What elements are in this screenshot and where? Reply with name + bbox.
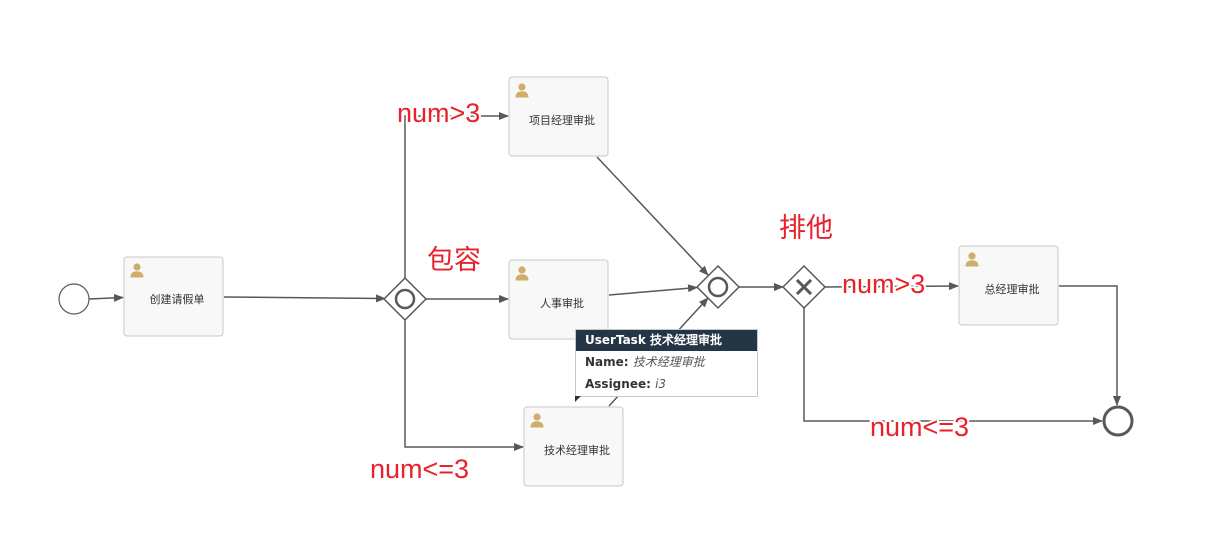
circle-icon — [394, 288, 416, 310]
task-gm-label: 总经理审批 — [985, 282, 1040, 296]
tooltip-assignee-row: Assignee: i3 — [585, 377, 667, 391]
task-tech-label: 技术经理审批 — [544, 443, 610, 457]
annotation-inclusive-label: 包容 — [427, 245, 481, 275]
end-event[interactable] — [1102, 405, 1134, 437]
task-tech[interactable]: 技术经理审批 — [523, 406, 624, 487]
tooltip-name-row: Name: 技术经理审批 — [585, 355, 705, 369]
flow-inclusive-to-pm[interactable] — [404, 112, 509, 279]
task-pm[interactable]: 项目经理审批 — [508, 76, 609, 157]
annotation-right-top-condition: num>3 — [842, 269, 925, 299]
flow-exclusive-to-end[interactable] — [803, 308, 1103, 425]
annotation-bottom-condition: num<=3 — [370, 454, 469, 484]
task-create-label: 创建请假单 — [150, 292, 205, 306]
tooltip-assignee-value: i3 — [655, 377, 667, 391]
tooltip-title: 技术经理审批 — [650, 333, 723, 347]
annotation-right-bottom-condition: num<=3 — [870, 412, 969, 442]
task-create[interactable]: 创建请假单 — [123, 256, 224, 337]
tooltip-type: UserTask — [585, 333, 646, 347]
flow-pm-to-join[interactable] — [596, 156, 709, 276]
circle-icon — [707, 276, 729, 298]
tooltip-name-key: Name — [585, 355, 624, 369]
task-tooltip: UserTask 技术经理审批 Name: 技术经理审批 Assignee: i… — [575, 329, 758, 402]
task-hr[interactable]: 人事审批 — [508, 259, 609, 340]
annotation-top-condition: num>3 — [397, 98, 480, 128]
flow-inclusive-to-tech[interactable] — [404, 319, 524, 451]
flow-exclusive-to-gm[interactable] — [823, 282, 959, 291]
tooltip-pointer — [575, 396, 581, 402]
inclusive-gateway-split[interactable] — [382, 276, 428, 322]
exclusive-gateway[interactable] — [781, 264, 827, 310]
inclusive-gateway-join[interactable] — [695, 264, 741, 310]
task-gm[interactable]: 总经理审批 — [958, 245, 1059, 326]
flow-start-to-create[interactable] — [88, 293, 124, 302]
task-hr-label: 人事审批 — [540, 296, 584, 310]
flow-create-to-inclusive[interactable] — [223, 294, 386, 303]
x-icon — [795, 278, 813, 296]
task-pm-label: 项目经理审批 — [529, 113, 595, 127]
sequence-flows — [88, 112, 1121, 451]
annotation-exclusive-label: 排他 — [779, 213, 833, 243]
tooltip-assignee-key: Assignee — [585, 377, 647, 391]
tooltip-header: UserTask 技术经理审批 — [576, 330, 757, 351]
start-event[interactable] — [58, 283, 90, 315]
flow-hr-to-join[interactable] — [608, 284, 698, 296]
tooltip-name-value: 技术经理审批 — [632, 355, 705, 369]
flow-gm-to-end[interactable] — [1059, 285, 1121, 406]
